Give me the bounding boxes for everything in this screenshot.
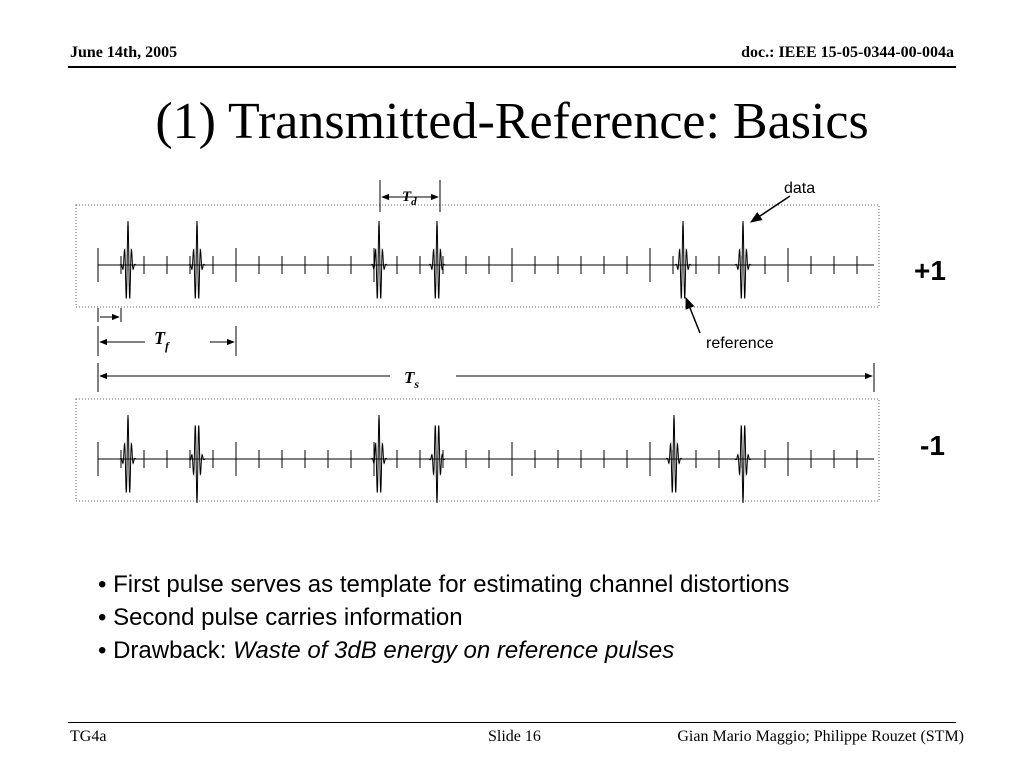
plus-one-pulses — [118, 220, 753, 299]
ts-label: T — [404, 368, 415, 387]
uwb-pulse — [369, 414, 389, 493]
minus-one-label: -1 — [920, 430, 945, 461]
slide-title: (1) Transmitted-Reference: Basics — [155, 93, 869, 150]
uwb-pulse — [733, 425, 753, 504]
uwb-pulse — [427, 425, 447, 504]
bullet-list: • First pulse serves as template for est… — [98, 568, 789, 667]
svg-text:Td: Td — [402, 189, 417, 208]
minus-one-panel — [75, 398, 880, 502]
uwb-pulse — [369, 220, 389, 299]
bullet-emphasis: Waste of 3dB energy on reference pulses — [233, 637, 675, 664]
footer-authors: Gian Mario Maggio; Philippe Rouzet (STM) — [677, 728, 964, 745]
plus-one-label: +1 — [914, 255, 946, 286]
reference-label: reference — [706, 335, 774, 352]
bullet-item: • Second pulse carries information — [98, 604, 463, 631]
data-label: data — [784, 180, 815, 197]
tc-dimension — [97, 308, 122, 322]
td-subscript: d — [411, 196, 417, 208]
header-divider — [68, 66, 956, 68]
plus-one-panel — [75, 204, 880, 308]
footer-divider — [68, 722, 956, 723]
header-doc-id: doc.: IEEE 15-05-0344-00-004a — [741, 44, 954, 61]
data-pointer-arrow — [750, 195, 791, 223]
uwb-pulse — [118, 220, 138, 299]
uwb-pulse — [664, 414, 684, 493]
tf-dimension: Tf — [97, 326, 237, 356]
bullet-item: • Drawback: Waste of 3dB energy on refer… — [98, 637, 675, 664]
tf-subscript: f — [165, 339, 170, 353]
ts-subscript: s — [413, 377, 419, 391]
bullet-item: • First pulse serves as template for est… — [98, 571, 790, 598]
bullet-text: First pulse serves as template for estim… — [113, 571, 790, 598]
uwb-pulse — [427, 220, 447, 299]
ts-dimension: Ts — [97, 363, 875, 392]
uwb-pulse — [673, 220, 693, 299]
pulse-diagram: Td Tf Ts data reference +1 -1 — [75, 180, 946, 504]
td-label: T — [402, 189, 412, 205]
uwb-pulse — [187, 425, 207, 504]
footer-slide-number: Slide 16 — [488, 728, 541, 745]
svg-text:Tf: Tf — [154, 328, 170, 353]
td-dimension: Td — [379, 180, 441, 212]
bullet-text: Second pulse carries information — [113, 604, 463, 631]
header-date: June 14th, 2005 — [70, 44, 178, 61]
minus-one-frame-ticks — [97, 442, 858, 476]
bullet-text: Drawback: — [113, 637, 234, 664]
svg-text:Ts: Ts — [404, 368, 419, 391]
uwb-pulse — [118, 414, 138, 493]
minus-one-pulses — [118, 414, 753, 504]
reference-pointer-arrow — [685, 296, 701, 334]
tf-label: T — [154, 328, 166, 348]
uwb-pulse — [733, 220, 753, 299]
uwb-pulse — [187, 220, 207, 299]
footer-group: TG4a — [70, 728, 107, 745]
